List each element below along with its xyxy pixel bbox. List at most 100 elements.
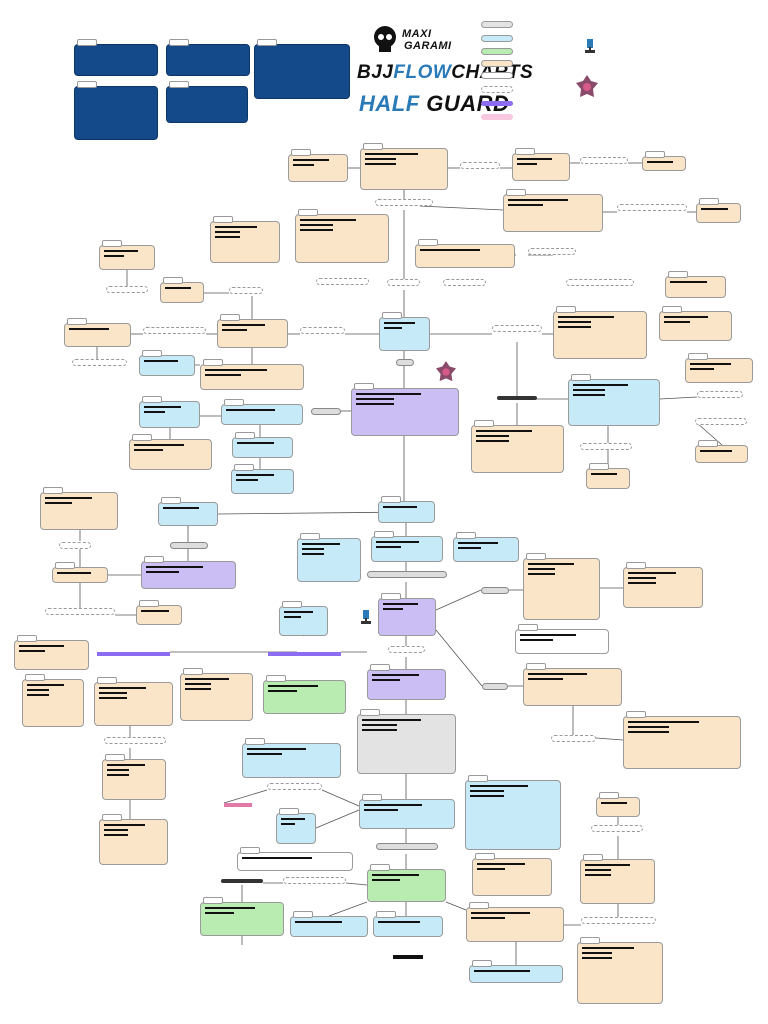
node-tab bbox=[142, 350, 162, 357]
node-tab bbox=[506, 189, 526, 196]
flow-node bbox=[263, 675, 346, 714]
node-text-line bbox=[247, 753, 282, 755]
transition-label bbox=[497, 396, 537, 400]
node-text-line bbox=[474, 970, 531, 972]
node-text-line bbox=[508, 199, 568, 201]
transition-label bbox=[591, 825, 643, 832]
node-text-line bbox=[284, 616, 302, 618]
transition-label bbox=[104, 737, 166, 744]
node-text-line bbox=[376, 546, 402, 548]
node-tab bbox=[300, 533, 320, 540]
node-text-line bbox=[300, 229, 333, 231]
node-text-line bbox=[141, 610, 169, 612]
node-tab bbox=[472, 960, 492, 967]
flow-node bbox=[415, 239, 515, 268]
node-tab bbox=[25, 674, 45, 681]
connector-line bbox=[321, 789, 360, 807]
flow-node bbox=[577, 937, 663, 1004]
node-tab bbox=[526, 553, 546, 560]
node-text-line bbox=[300, 219, 357, 221]
transition-label bbox=[697, 391, 743, 398]
node-text-line bbox=[664, 316, 708, 318]
node-tab bbox=[418, 239, 438, 246]
node-text-line bbox=[215, 236, 240, 238]
node-tab bbox=[469, 902, 489, 909]
flow-node bbox=[357, 709, 456, 774]
connector-line bbox=[595, 737, 624, 741]
node-tab bbox=[132, 434, 152, 441]
node-tab bbox=[183, 668, 203, 675]
node-text-line bbox=[376, 541, 420, 543]
node-text-line bbox=[236, 479, 259, 481]
node-text-line bbox=[281, 823, 295, 825]
node-text-line bbox=[647, 161, 674, 163]
node-text-line bbox=[27, 684, 65, 686]
flow-node bbox=[523, 663, 622, 706]
flow-node bbox=[290, 911, 368, 937]
flow-node bbox=[180, 668, 253, 721]
node-tab bbox=[374, 531, 394, 538]
node-tab bbox=[234, 464, 254, 471]
node-text-line bbox=[384, 322, 415, 324]
node-text-line bbox=[104, 829, 129, 831]
flow-node bbox=[659, 306, 732, 341]
transition-label bbox=[396, 359, 414, 366]
flow-node bbox=[360, 143, 448, 190]
navy-info-box-1 bbox=[74, 39, 158, 76]
flow-node bbox=[210, 216, 280, 263]
flow-node bbox=[217, 314, 288, 348]
connector-line bbox=[315, 809, 360, 829]
node-text-line bbox=[664, 321, 690, 323]
transition-label bbox=[388, 646, 425, 653]
node-text-line bbox=[107, 764, 146, 766]
node-text-line bbox=[690, 368, 714, 370]
node-text-line bbox=[372, 679, 400, 681]
node-text-line bbox=[670, 281, 707, 283]
node-text-line bbox=[520, 639, 553, 641]
legend-orange bbox=[481, 60, 513, 67]
flow-node bbox=[94, 677, 173, 726]
flow-node bbox=[359, 794, 455, 829]
navy-info-box-5 bbox=[166, 81, 248, 123]
flow-node bbox=[200, 359, 304, 390]
trophy-icon bbox=[584, 37, 596, 55]
node-text-line bbox=[528, 563, 575, 565]
transition-label bbox=[492, 325, 542, 332]
node-text-line bbox=[295, 921, 342, 923]
flow-node bbox=[453, 532, 519, 562]
flow-node bbox=[371, 531, 443, 562]
node-text-line bbox=[300, 224, 333, 226]
node-text-line bbox=[458, 542, 498, 544]
transition-label bbox=[551, 735, 596, 742]
node-text-line bbox=[302, 553, 325, 555]
node-text-line bbox=[364, 809, 398, 811]
flow-node bbox=[586, 463, 630, 489]
flow-node bbox=[367, 664, 446, 700]
node-tab bbox=[475, 853, 495, 860]
highlight-bar bbox=[224, 803, 252, 807]
node-tab bbox=[360, 709, 380, 716]
node-text-line bbox=[144, 406, 181, 408]
node-text-line bbox=[226, 409, 276, 411]
node-tab bbox=[474, 420, 494, 427]
node-tab bbox=[370, 864, 390, 871]
flow-node bbox=[503, 189, 603, 232]
node-text-line bbox=[628, 577, 656, 579]
flow-node bbox=[472, 853, 552, 896]
flow-node bbox=[136, 600, 182, 625]
node-tab bbox=[381, 593, 401, 600]
flow-node bbox=[160, 277, 204, 303]
node-text-line bbox=[372, 879, 400, 881]
node-tab bbox=[220, 314, 240, 321]
node-text-line bbox=[517, 163, 538, 165]
node-text-line bbox=[601, 802, 628, 804]
node-text-line bbox=[628, 726, 670, 728]
flow-node bbox=[237, 847, 353, 871]
node-text-line bbox=[99, 687, 147, 689]
node-text-line bbox=[690, 363, 731, 365]
node-text-line bbox=[185, 683, 211, 685]
node-tab bbox=[626, 711, 646, 718]
transition-label bbox=[695, 418, 747, 425]
flow-node bbox=[232, 432, 293, 458]
